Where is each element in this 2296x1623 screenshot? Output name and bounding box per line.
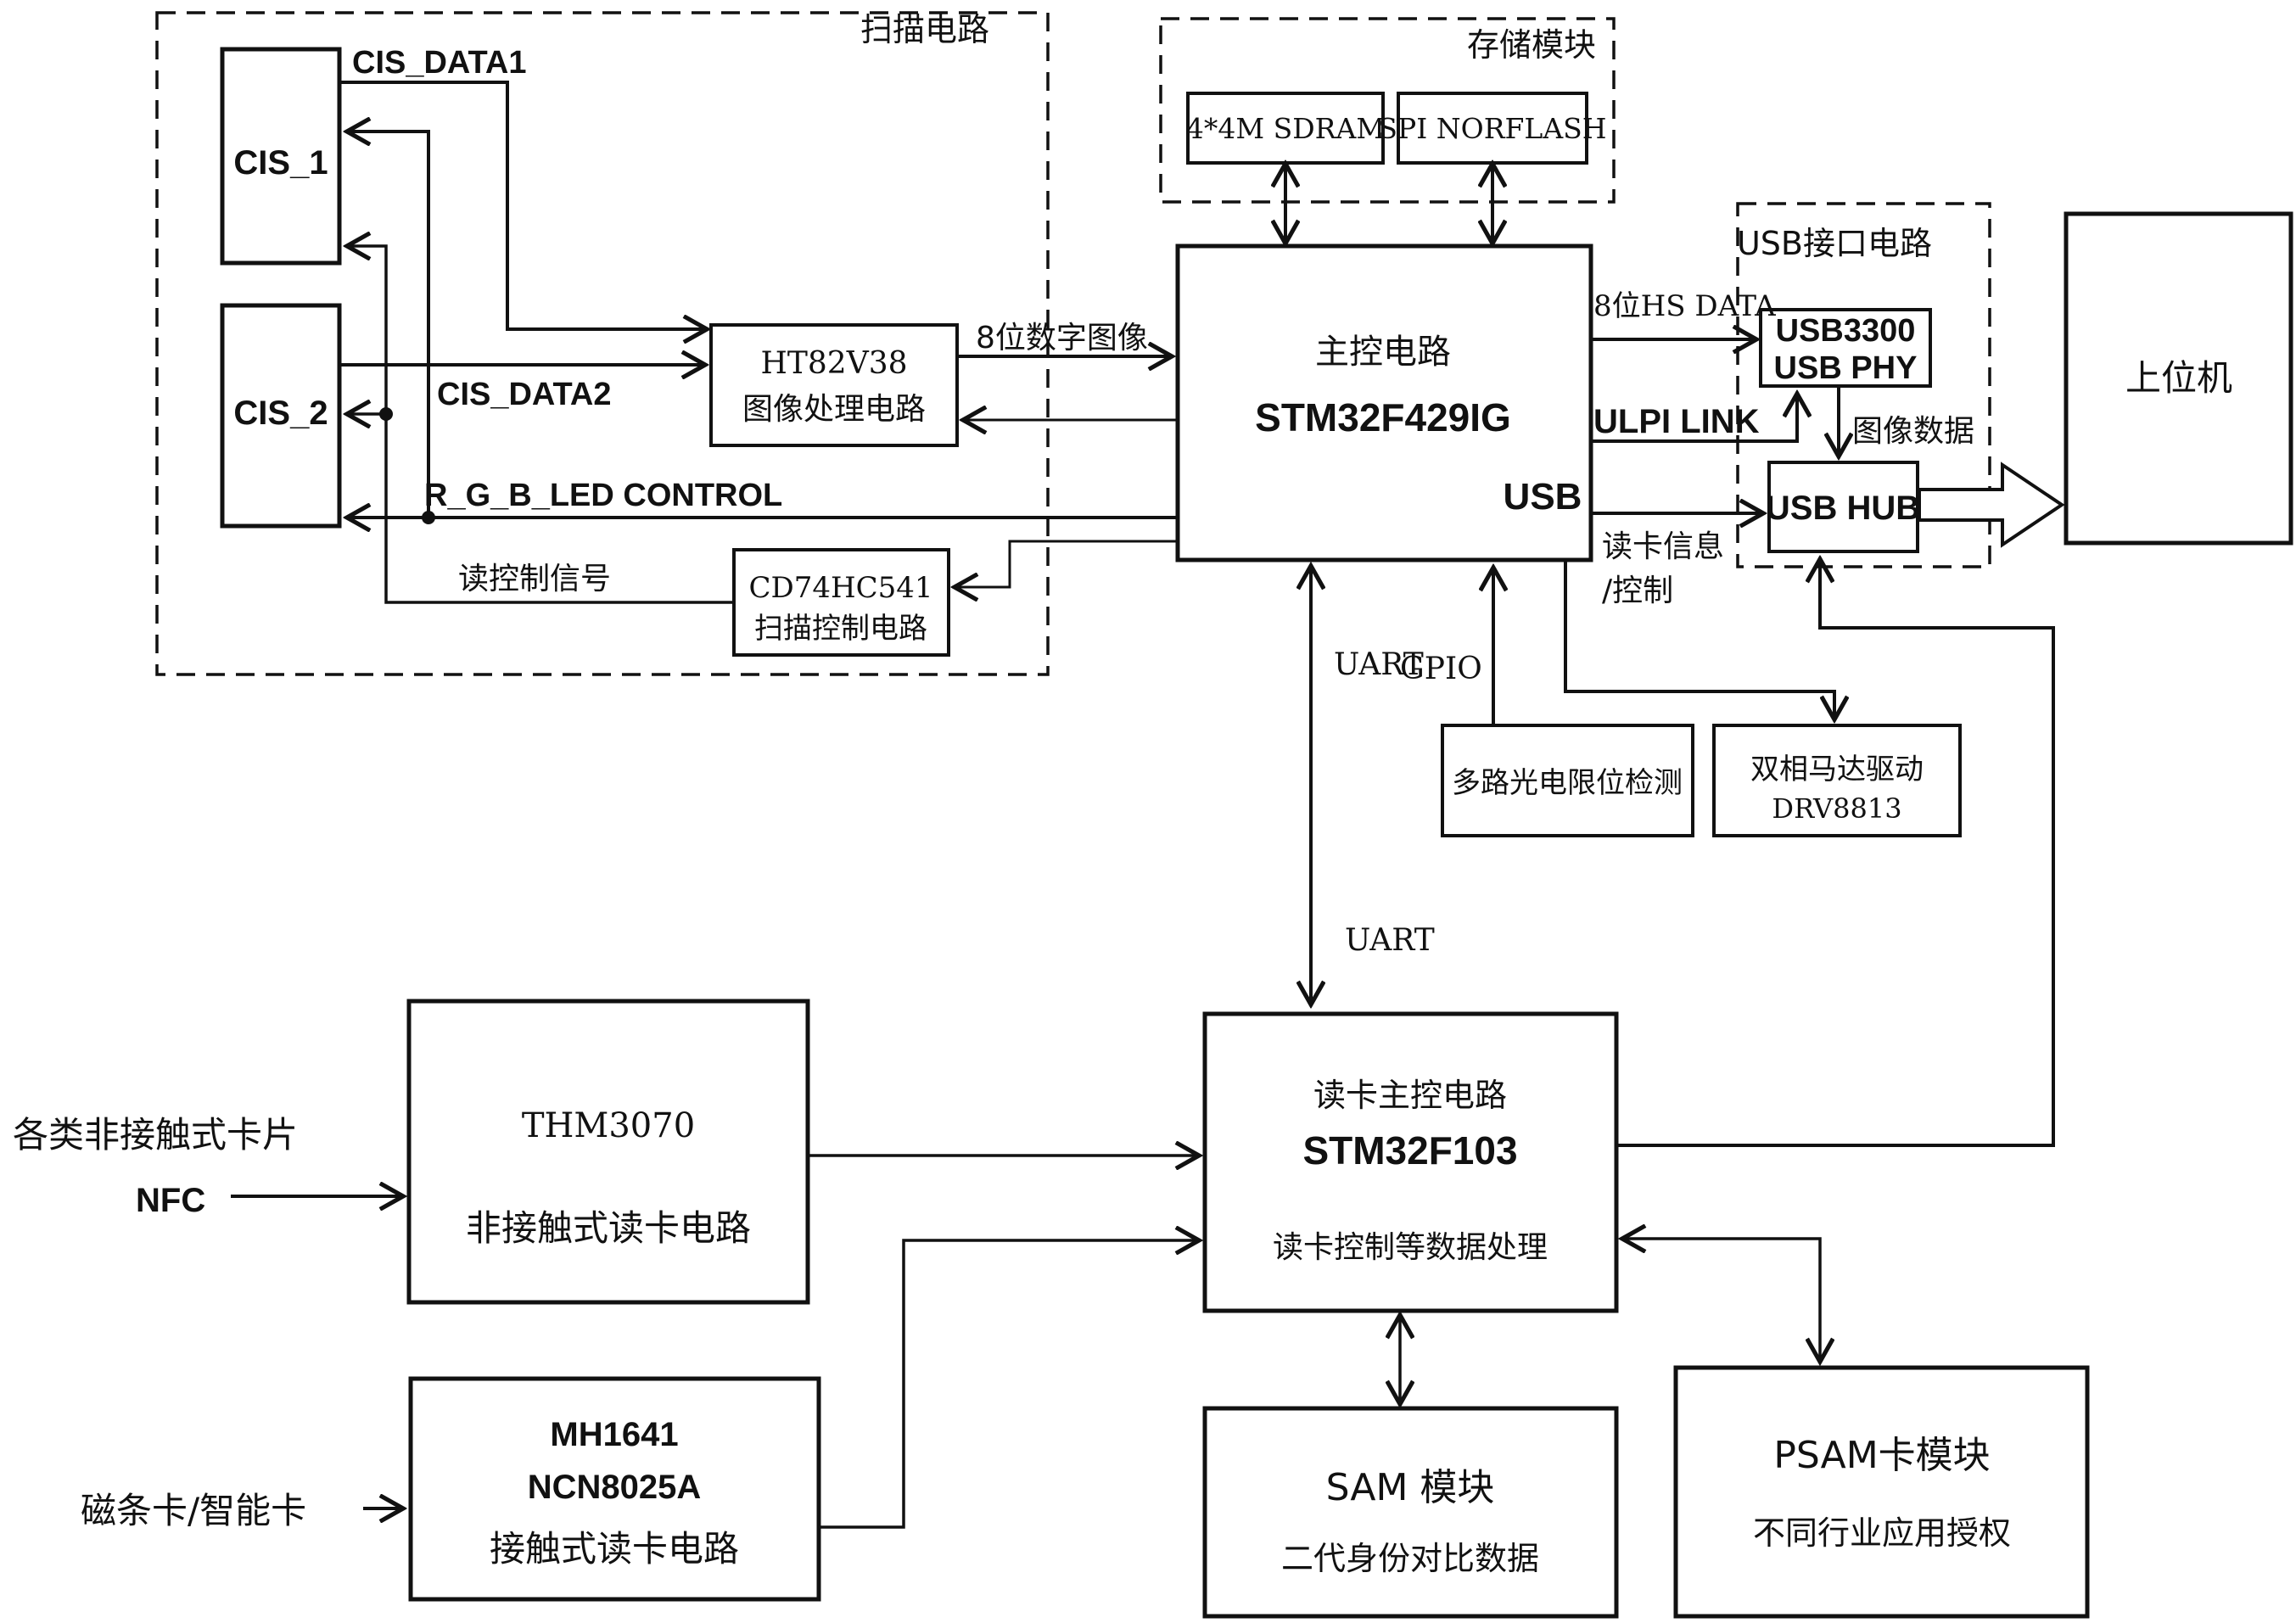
- main-control-label-1: 主控电路: [1315, 333, 1451, 372]
- usb-hub-label: USB HUB: [1766, 490, 1920, 527]
- contactless-label-2: 非接触式读卡电路: [466, 1207, 751, 1249]
- contactless-label-1: THM3070: [522, 1106, 695, 1145]
- reader-to-hub-line: [1616, 563, 2053, 1145]
- ht82v38-label-2: 图像处理电路: [742, 392, 926, 427]
- cis2-label: CIS_2: [233, 395, 328, 432]
- cis-data2-label: CIS_DATA2: [437, 377, 612, 412]
- psam-link: [1627, 1239, 1820, 1357]
- hs-data-label: 8位HS DATA: [1593, 289, 1776, 323]
- psam-label-2: 不同行业应用授权: [1753, 1514, 2011, 1552]
- cd74hc541-label-1: CD74HC541: [748, 571, 932, 605]
- host-label: 上位机: [2125, 357, 2232, 399]
- photo-detect-label: 多路光电限位检测: [1452, 766, 1683, 800]
- usb-module-title: USB接口电路: [1737, 225, 1932, 262]
- storage-module-title: 存储模块: [1467, 26, 1596, 64]
- scan-module-title: 扫描电路: [860, 11, 989, 48]
- cis1-label: CIS_1: [233, 144, 328, 182]
- uart-bottom-label: UART: [1345, 923, 1435, 958]
- contactless-input-label-2: NFC: [136, 1182, 205, 1219]
- contact-label-3: 接触式读卡电路: [490, 1528, 739, 1570]
- gpio-label: GPIO: [1400, 652, 1482, 686]
- card-reader-label-3: 读卡控制等数据处理: [1273, 1230, 1548, 1265]
- read-control-label: 读控制信号: [458, 562, 611, 596]
- mh-to-reader-line: [819, 1240, 1195, 1527]
- usb-phy-label-1: USB3300: [1776, 313, 1916, 349]
- sam-label-1: SAM 模块: [1326, 1466, 1495, 1509]
- read-control-junction-dot: [379, 407, 393, 421]
- psam-label-1: PSAM卡模块: [1773, 1434, 1990, 1477]
- ulpi-link-label: ULPI LINK: [1593, 403, 1760, 440]
- ht82v38-label-1: HT82V38: [760, 346, 907, 381]
- sdram-label: 4*4M SDRAM: [1186, 112, 1385, 145]
- contactless-reader-box: [409, 1001, 808, 1302]
- digital-image-label: 8位数字图像: [976, 321, 1148, 355]
- ht82v38-box: [711, 325, 957, 445]
- rgb-led-branch-line: [351, 132, 428, 518]
- norflash-label: SPI NORFLASH: [1378, 112, 1606, 145]
- contact-label-1: MH1641: [550, 1416, 678, 1453]
- usb-phy-label-2: USB PHY: [1774, 350, 1918, 386]
- contact-label-2: NCN8025A: [528, 1469, 702, 1506]
- usb-pin-label: USB: [1504, 476, 1582, 518]
- cis-data1-line: [339, 82, 703, 329]
- sam-label-2: 二代身份对比数据: [1281, 1540, 1539, 1577]
- contact-input-label: 磁条卡/智能卡: [81, 1490, 306, 1531]
- cis-data1-label: CIS_DATA1: [352, 45, 527, 81]
- read-control-line: [351, 246, 734, 602]
- card-reader-label-2: STM32F103: [1302, 1128, 1517, 1172]
- image-data-label: 图像数据: [1852, 414, 1974, 449]
- card-info-label-1: 读卡信息: [1602, 529, 1724, 564]
- main-to-cd74hc541-line: [959, 541, 1178, 587]
- psam-box: [1676, 1368, 2087, 1616]
- main-control-label-2: STM32F429IG: [1255, 395, 1511, 439]
- card-reader-label-1: 读卡主控电路: [1313, 1077, 1507, 1114]
- motor-driver-label-1: 双相马达驱动: [1750, 753, 1924, 786]
- motor-driver-label-2: DRV8813: [1772, 792, 1901, 825]
- card-info-label-2: /控制: [1602, 574, 1673, 608]
- cd74hc541-label-2: 扫描控制电路: [754, 612, 927, 646]
- rgb-led-label: R_G_B_LED CONTROL: [424, 478, 782, 513]
- sam-box: [1205, 1408, 1616, 1616]
- contactless-input-label-1: 各类非接触式卡片: [13, 1114, 298, 1156]
